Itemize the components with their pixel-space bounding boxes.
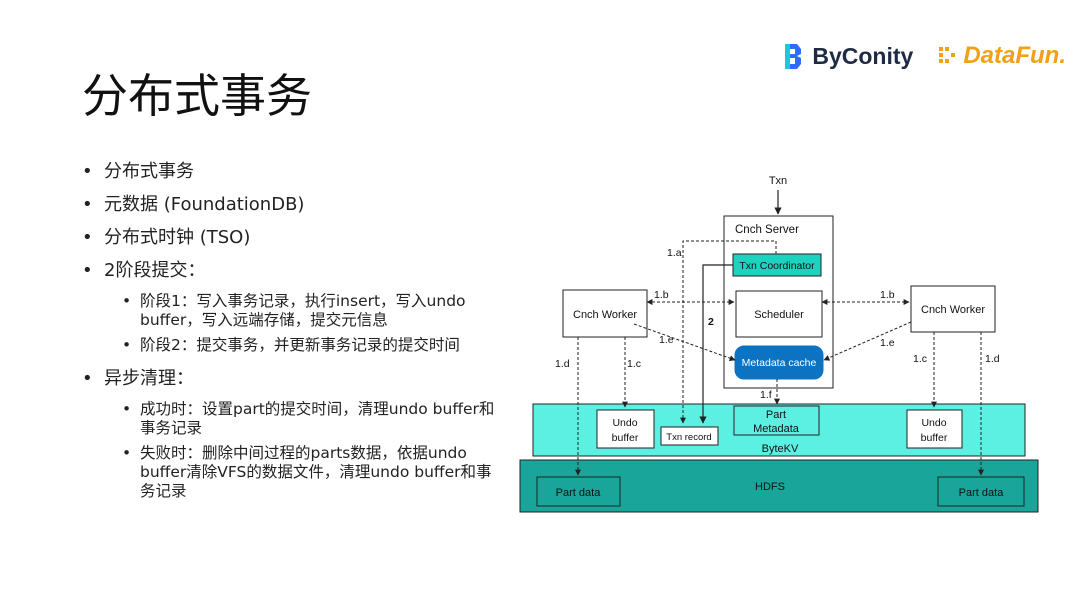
undo-buffer-right-box — [906, 409, 963, 449]
cnch-server-label: Cnch Server — [735, 224, 799, 236]
bullet-text: 分布式事务 — [104, 161, 194, 182]
undo-buffer-left-box — [596, 409, 655, 449]
label-1d-left: 1.d — [555, 358, 570, 370]
part-data-left-box — [536, 476, 621, 507]
cnch-worker-right-box — [910, 285, 996, 333]
label-1e-left: 1.e — [659, 334, 674, 346]
bullet-text: 异步清理： — [104, 368, 194, 389]
txn-record-box — [660, 426, 719, 446]
cnch-worker-right-label: Cnch Worker — [921, 304, 985, 316]
part-data-left-label: Part data — [556, 487, 602, 499]
bullet-text: 元数据 (FoundationDB) — [104, 194, 305, 215]
datafun-icon — [939, 47, 956, 63]
bullet-item: •分布式事务 — [82, 161, 194, 182]
part-data-right-box — [937, 476, 1025, 507]
bullet-text: 分布式时钟 (TSO) — [104, 227, 251, 248]
scheduler-box — [735, 290, 823, 338]
part-metadata-line1: Part — [766, 409, 786, 421]
metadata-cache-label: Metadata cache — [742, 357, 817, 369]
byconity-logo: ByConity — [782, 42, 913, 70]
architecture-diagram: HDFS Part data Part data ByteKV Undo buf… — [519, 175, 1039, 513]
byconity-wordmark: ByConity — [812, 42, 914, 69]
sub-bullet-text: 失败时：删除中间过程的parts数据，依据undo buffer清除VFS的数据… — [140, 444, 492, 500]
bullet-text: 2阶段提交： — [104, 260, 206, 281]
txn-coordinator-label: Txn Coordinator — [739, 260, 815, 272]
label-1c-left: 1.c — [627, 358, 641, 370]
hdfs-label: HDFS — [755, 481, 785, 493]
label-1d-right: 1.d — [985, 353, 1000, 365]
part-metadata-box — [733, 405, 820, 436]
undo-buffer-left-line2: buffer — [612, 432, 639, 444]
bullet-list: •分布式事务 •元数据 (FoundationDB) •分布式时钟 (TSO) … — [82, 160, 502, 507]
logo-bar: ByConity DataFun. — [782, 38, 1066, 74]
txn-record-label: Txn record — [666, 432, 711, 443]
undo-buffer-left-line1: Undo — [612, 417, 637, 429]
label-1e-right: 1.e — [880, 337, 895, 349]
label-1c-right: 1.c — [913, 353, 927, 365]
datafun-logo: DataFun. — [937, 42, 1066, 70]
label-1a: 1.a — [667, 247, 682, 259]
datafun-wordmark: DataFun. — [963, 42, 1066, 69]
bullet-item: •元数据 (FoundationDB) — [82, 194, 305, 215]
cnch-worker-left-box — [562, 289, 648, 338]
byconity-icon — [785, 44, 802, 69]
arrow-2 — [699, 264, 733, 424]
part-metadata-line2: Metadata — [753, 423, 800, 435]
sub-bullet-item: •成功时：设置part的提交时间，清理undo buffer和事务记录 — [122, 400, 502, 438]
arrow-1a — [680, 240, 777, 424]
metadata-cache-box — [734, 345, 824, 380]
label-2: 2 — [708, 316, 714, 328]
scheduler-label: Scheduler — [754, 309, 804, 321]
arrow-1e-left — [633, 323, 736, 362]
sub-bullet-text: 阶段2：提交事务，并更新事务记录的提交时间 — [140, 336, 460, 354]
sub-bullet-item: •阶段2：提交事务，并更新事务记录的提交时间 — [122, 336, 460, 354]
label-1b-left: 1.b — [654, 289, 669, 301]
sub-bullet-item: •失败时：删除中间过程的parts数据，依据undo buffer清除VFS的数… — [122, 444, 502, 501]
bullet-item: •异步清理： — [82, 368, 194, 389]
txn-label: Txn — [769, 175, 787, 187]
part-data-right-label: Part data — [959, 487, 1005, 499]
undo-buffer-right-line2: buffer — [921, 432, 948, 444]
arrow-1e-right — [823, 321, 912, 361]
cnch-worker-left-label: Cnch Worker — [573, 309, 637, 321]
bullet-item: •分布式时钟 (TSO) — [82, 227, 251, 248]
sub-bullet-text: 阶段1：写入事务记录，执行insert，写入undo buffer，写入远端存储… — [140, 292, 466, 329]
bullet-item: •2阶段提交： — [82, 260, 206, 281]
undo-buffer-right-line1: Undo — [921, 417, 946, 429]
label-1b-right: 1.b — [880, 289, 895, 301]
sub-bullet-text: 成功时：设置part的提交时间，清理undo buffer和事务记录 — [140, 400, 495, 437]
page-title: 分布式事务 — [82, 69, 312, 123]
sub-bullet-item: •阶段1：写入事务记录，执行insert，写入undo buffer，写入远端存… — [122, 292, 502, 330]
bytekv-label: ByteKV — [762, 443, 799, 455]
label-1f: 1.f — [760, 389, 772, 401]
